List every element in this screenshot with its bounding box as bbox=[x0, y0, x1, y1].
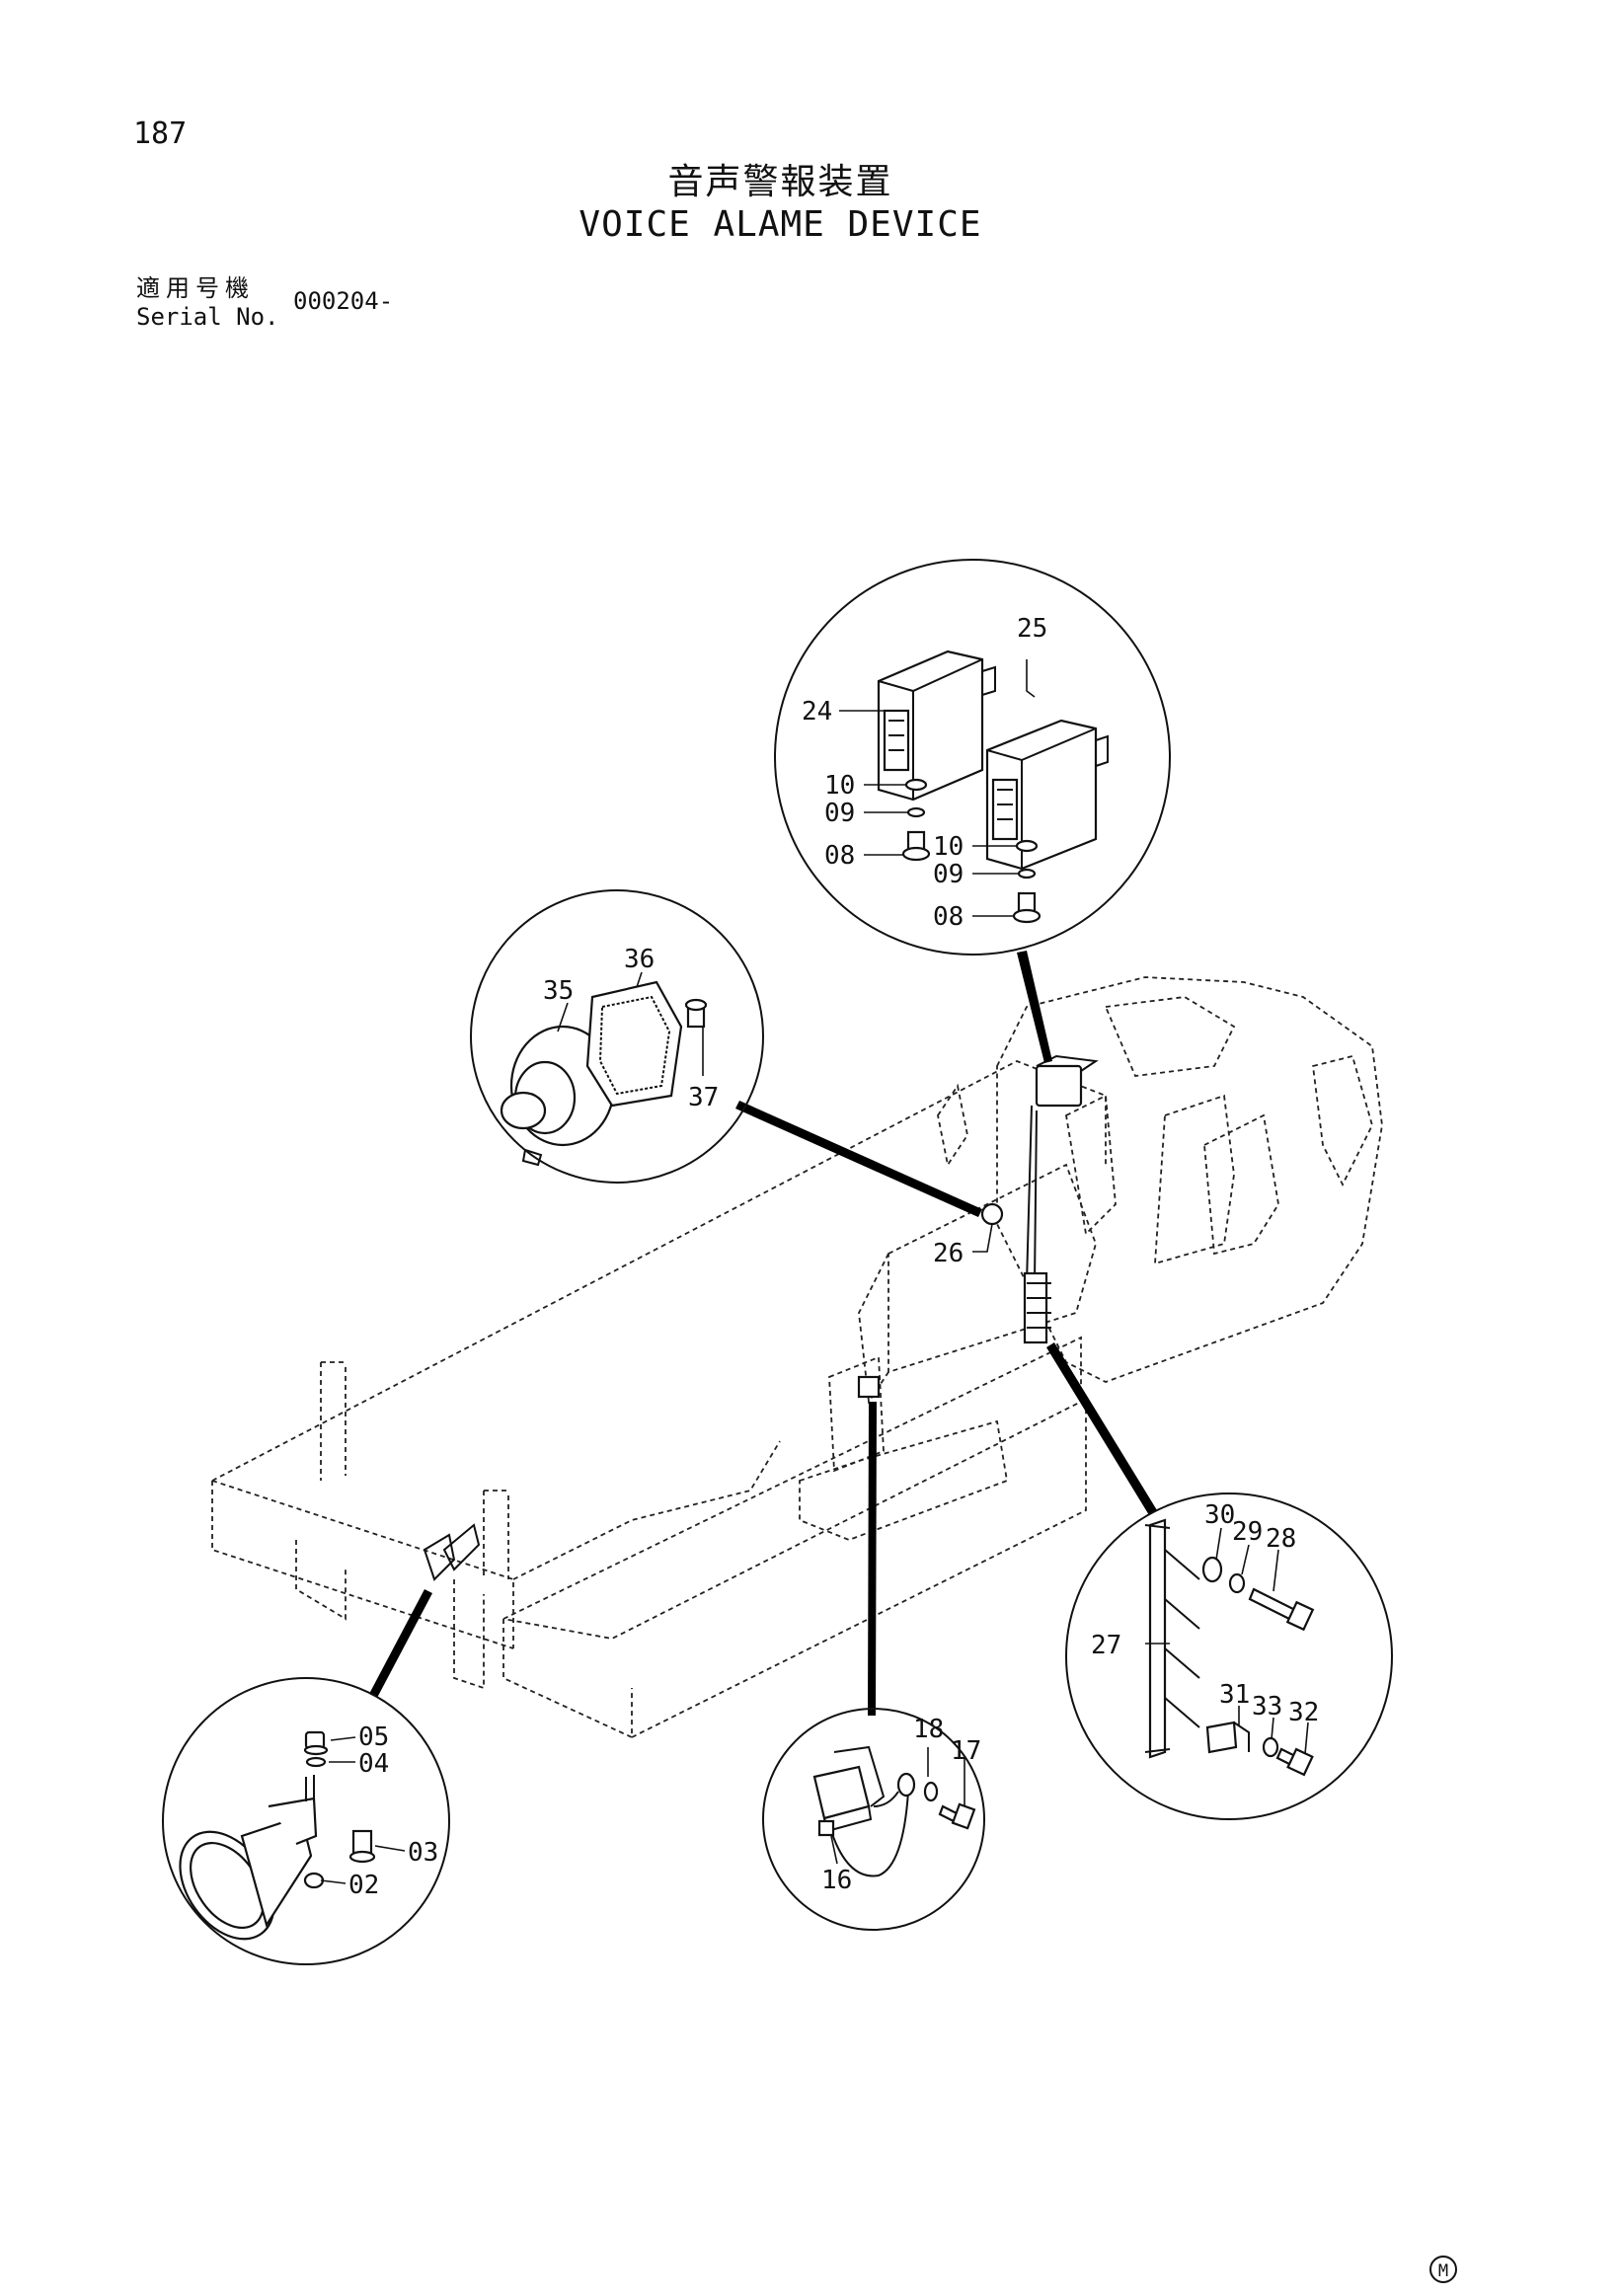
pointer-to-speaker-detail bbox=[735, 1101, 982, 1217]
callout-29: 29 bbox=[1232, 1517, 1263, 1547]
callout-08: 08 bbox=[933, 902, 964, 932]
detail-circle-speaker: 35 36 37 bbox=[470, 889, 764, 1184]
callout-26: 26 bbox=[933, 1239, 964, 1268]
pointer-to-controller-detail bbox=[1017, 951, 1052, 1063]
callout-18: 18 bbox=[913, 1715, 944, 1744]
pointer-to-terminal-detail bbox=[1046, 1342, 1157, 1515]
callout-36: 36 bbox=[624, 945, 655, 974]
page-title-japanese: 音声警報装置 bbox=[667, 162, 893, 202]
excavator-outline bbox=[211, 976, 1383, 1739]
callout-10: 10 bbox=[824, 771, 855, 801]
callout-28: 28 bbox=[1266, 1524, 1296, 1554]
callout-33: 33 bbox=[1252, 1692, 1282, 1722]
callout-08: 08 bbox=[824, 841, 855, 871]
callout-35: 35 bbox=[543, 976, 574, 1006]
callout-16: 16 bbox=[821, 1866, 852, 1895]
detail-circle-terminal-bar: 27 30 29 28 31 33 32 bbox=[1065, 1492, 1393, 1820]
detail-circle-horn: 05 04 03 02 bbox=[162, 1677, 450, 1965]
serial-label: Serial No. bbox=[136, 303, 279, 331]
callout-25: 25 bbox=[1017, 614, 1047, 644]
page-number: 187 bbox=[133, 116, 188, 151]
alarm-speaker-mount-icon bbox=[980, 1202, 1004, 1226]
callout-10: 10 bbox=[933, 832, 964, 862]
callout-03: 03 bbox=[408, 1838, 438, 1868]
cab-harness bbox=[423, 1054, 1099, 1581]
footer-mark: M bbox=[1438, 2261, 1448, 2281]
serial-label-japanese: 適用号機 bbox=[136, 274, 255, 302]
callout-24: 24 bbox=[802, 697, 832, 727]
callout-17: 17 bbox=[951, 1736, 981, 1766]
callout-02: 02 bbox=[348, 1871, 379, 1900]
callout-30: 30 bbox=[1204, 1500, 1235, 1530]
serial-number-value: 000204- bbox=[293, 287, 394, 315]
callout-31: 31 bbox=[1219, 1680, 1250, 1710]
callout-09: 09 bbox=[933, 860, 964, 889]
pointer-to-relay-detail bbox=[868, 1402, 877, 1716]
callout-37: 37 bbox=[688, 1083, 719, 1112]
detail-circle-controllers: 24 25 10 09 08 10 09 08 bbox=[774, 559, 1171, 956]
callout-27: 27 bbox=[1091, 1631, 1121, 1660]
callout-05: 05 bbox=[358, 1722, 389, 1752]
callout-04: 04 bbox=[358, 1749, 389, 1779]
callout-09: 09 bbox=[824, 799, 855, 828]
page-title: VOICE ALAME DEVICE bbox=[579, 204, 982, 245]
pointer-to-horn-detail bbox=[369, 1589, 432, 1698]
callout-32: 32 bbox=[1288, 1698, 1319, 1727]
detail-circle-relay: 16 18 17 bbox=[762, 1708, 985, 1931]
registered-mark: M bbox=[1429, 2256, 1457, 2283]
